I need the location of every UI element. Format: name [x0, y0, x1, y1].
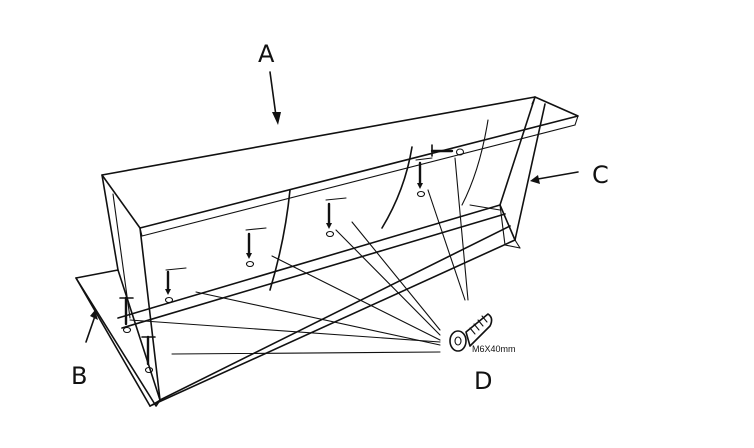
- bolt-1: [119, 296, 134, 334]
- leader-lines-d: [129, 157, 469, 355]
- bolt-spec-label: M6X40mm: [472, 344, 516, 354]
- callout-label-a: A: [258, 40, 275, 68]
- part-b-side-panel: [75, 174, 161, 407]
- bolt-6: [415, 157, 433, 198]
- callout-label-b: B: [71, 362, 87, 390]
- bolt-group: [119, 144, 465, 374]
- part-a-top-beam: [101, 96, 579, 237]
- bolt-4: [245, 227, 267, 268]
- bolt-7: [430, 144, 465, 157]
- bolt-3: [164, 267, 187, 304]
- callout-label-c: C: [592, 161, 609, 189]
- part-c-side-frame: [117, 96, 546, 407]
- callout-arrows: [85, 71, 579, 343]
- bolt-5: [325, 197, 347, 238]
- callout-label-d: D: [474, 367, 492, 395]
- hardware-set-d: M6X40mm: [449, 313, 516, 354]
- bolt-2: [141, 335, 156, 374]
